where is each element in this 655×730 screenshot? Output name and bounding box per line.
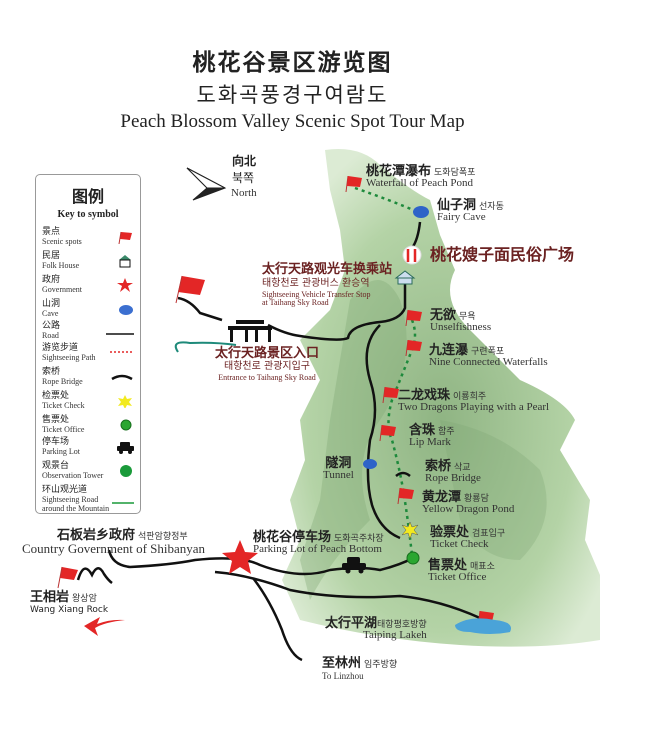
north-cn: 向北 (232, 154, 257, 168)
map-title-english: Peach Blossom Valley Scenic Spot Tour Ma… (120, 111, 465, 132)
legend-label: 景点 (42, 227, 61, 237)
legend-label: 观景台 (42, 461, 70, 471)
legend-label-en: Observation Tower (42, 471, 104, 480)
legend-label-en: Ticket Check (42, 401, 85, 410)
lake-icon (455, 618, 511, 634)
legend-label: 售票处 (42, 415, 70, 425)
legend-label-en: Cave (42, 309, 59, 318)
legend-label: 游览步道 (42, 343, 79, 353)
legend-label-en: Sightseeing Path (42, 353, 96, 362)
government-star-icon (222, 540, 258, 574)
cave-icon (119, 305, 133, 315)
mountain-area (282, 149, 600, 647)
direction-arrow-icon (84, 617, 125, 636)
legend-label-en: Government (42, 285, 82, 294)
legend-label: 环山观光道 (42, 485, 88, 495)
rock-icon (76, 567, 113, 584)
legend-title: 图例 (71, 187, 104, 206)
legend-subtitle: Key to symbol (57, 209, 119, 220)
ticket-check-icon (401, 521, 419, 540)
ticket-office-icon (120, 419, 132, 431)
roads (107, 221, 481, 662)
map-title-korean: 도화곡풍경구여람도 (196, 83, 389, 107)
observation-tower-icon (120, 465, 132, 477)
legend-label-en: Scenic spots (42, 237, 82, 246)
car-icon (117, 442, 134, 454)
car-icon (342, 557, 366, 574)
ticket-check-icon (118, 395, 132, 408)
star-icon (117, 278, 133, 292)
dashed-path-icon (110, 351, 134, 353)
folk-house-icon (394, 270, 416, 285)
legend-label-en: Road (42, 331, 59, 340)
rope-bridge-icon (111, 374, 133, 381)
legend-label: 索桥 (42, 367, 61, 377)
legend-label: 检票处 (42, 391, 70, 401)
rope-bridge-icon (395, 471, 411, 477)
cave-icon (413, 206, 429, 218)
green-line-icon (112, 502, 134, 504)
flag-icon (118, 231, 132, 244)
legend-label: 政府 (42, 275, 61, 285)
legend-label: 山洞 (42, 299, 61, 309)
legend-label-en: Folk House (42, 261, 80, 270)
legend-label-en: Parking Lot (42, 447, 80, 456)
ticket-office-icon (406, 551, 420, 565)
flag-icon (60, 567, 78, 580)
restaurant-icon (402, 245, 422, 265)
north-en: North (231, 187, 257, 199)
place-folk-square: 桃花嫂子面民俗广场 (430, 245, 575, 264)
road-line-icon (106, 333, 134, 335)
folk-house-icon (119, 255, 131, 268)
legend-label: 公路 (42, 321, 61, 331)
legend-label: 民居 (42, 251, 61, 261)
sightseeing-road-line (174, 341, 237, 353)
legend-label-en: Ticket Office (42, 425, 85, 434)
cave-icon (363, 459, 377, 469)
legend-label: 停车场 (42, 437, 70, 447)
entrance-gate-icon (228, 320, 272, 342)
legend-label-en: Rope Bridge (42, 377, 83, 386)
flag-icon (178, 276, 205, 295)
map-title: 桃花谷景区游览图 (192, 50, 393, 76)
north-ko: 북쪽 (232, 171, 255, 185)
legend-label-en: Sightseeing Road around the Mountain (42, 495, 110, 513)
